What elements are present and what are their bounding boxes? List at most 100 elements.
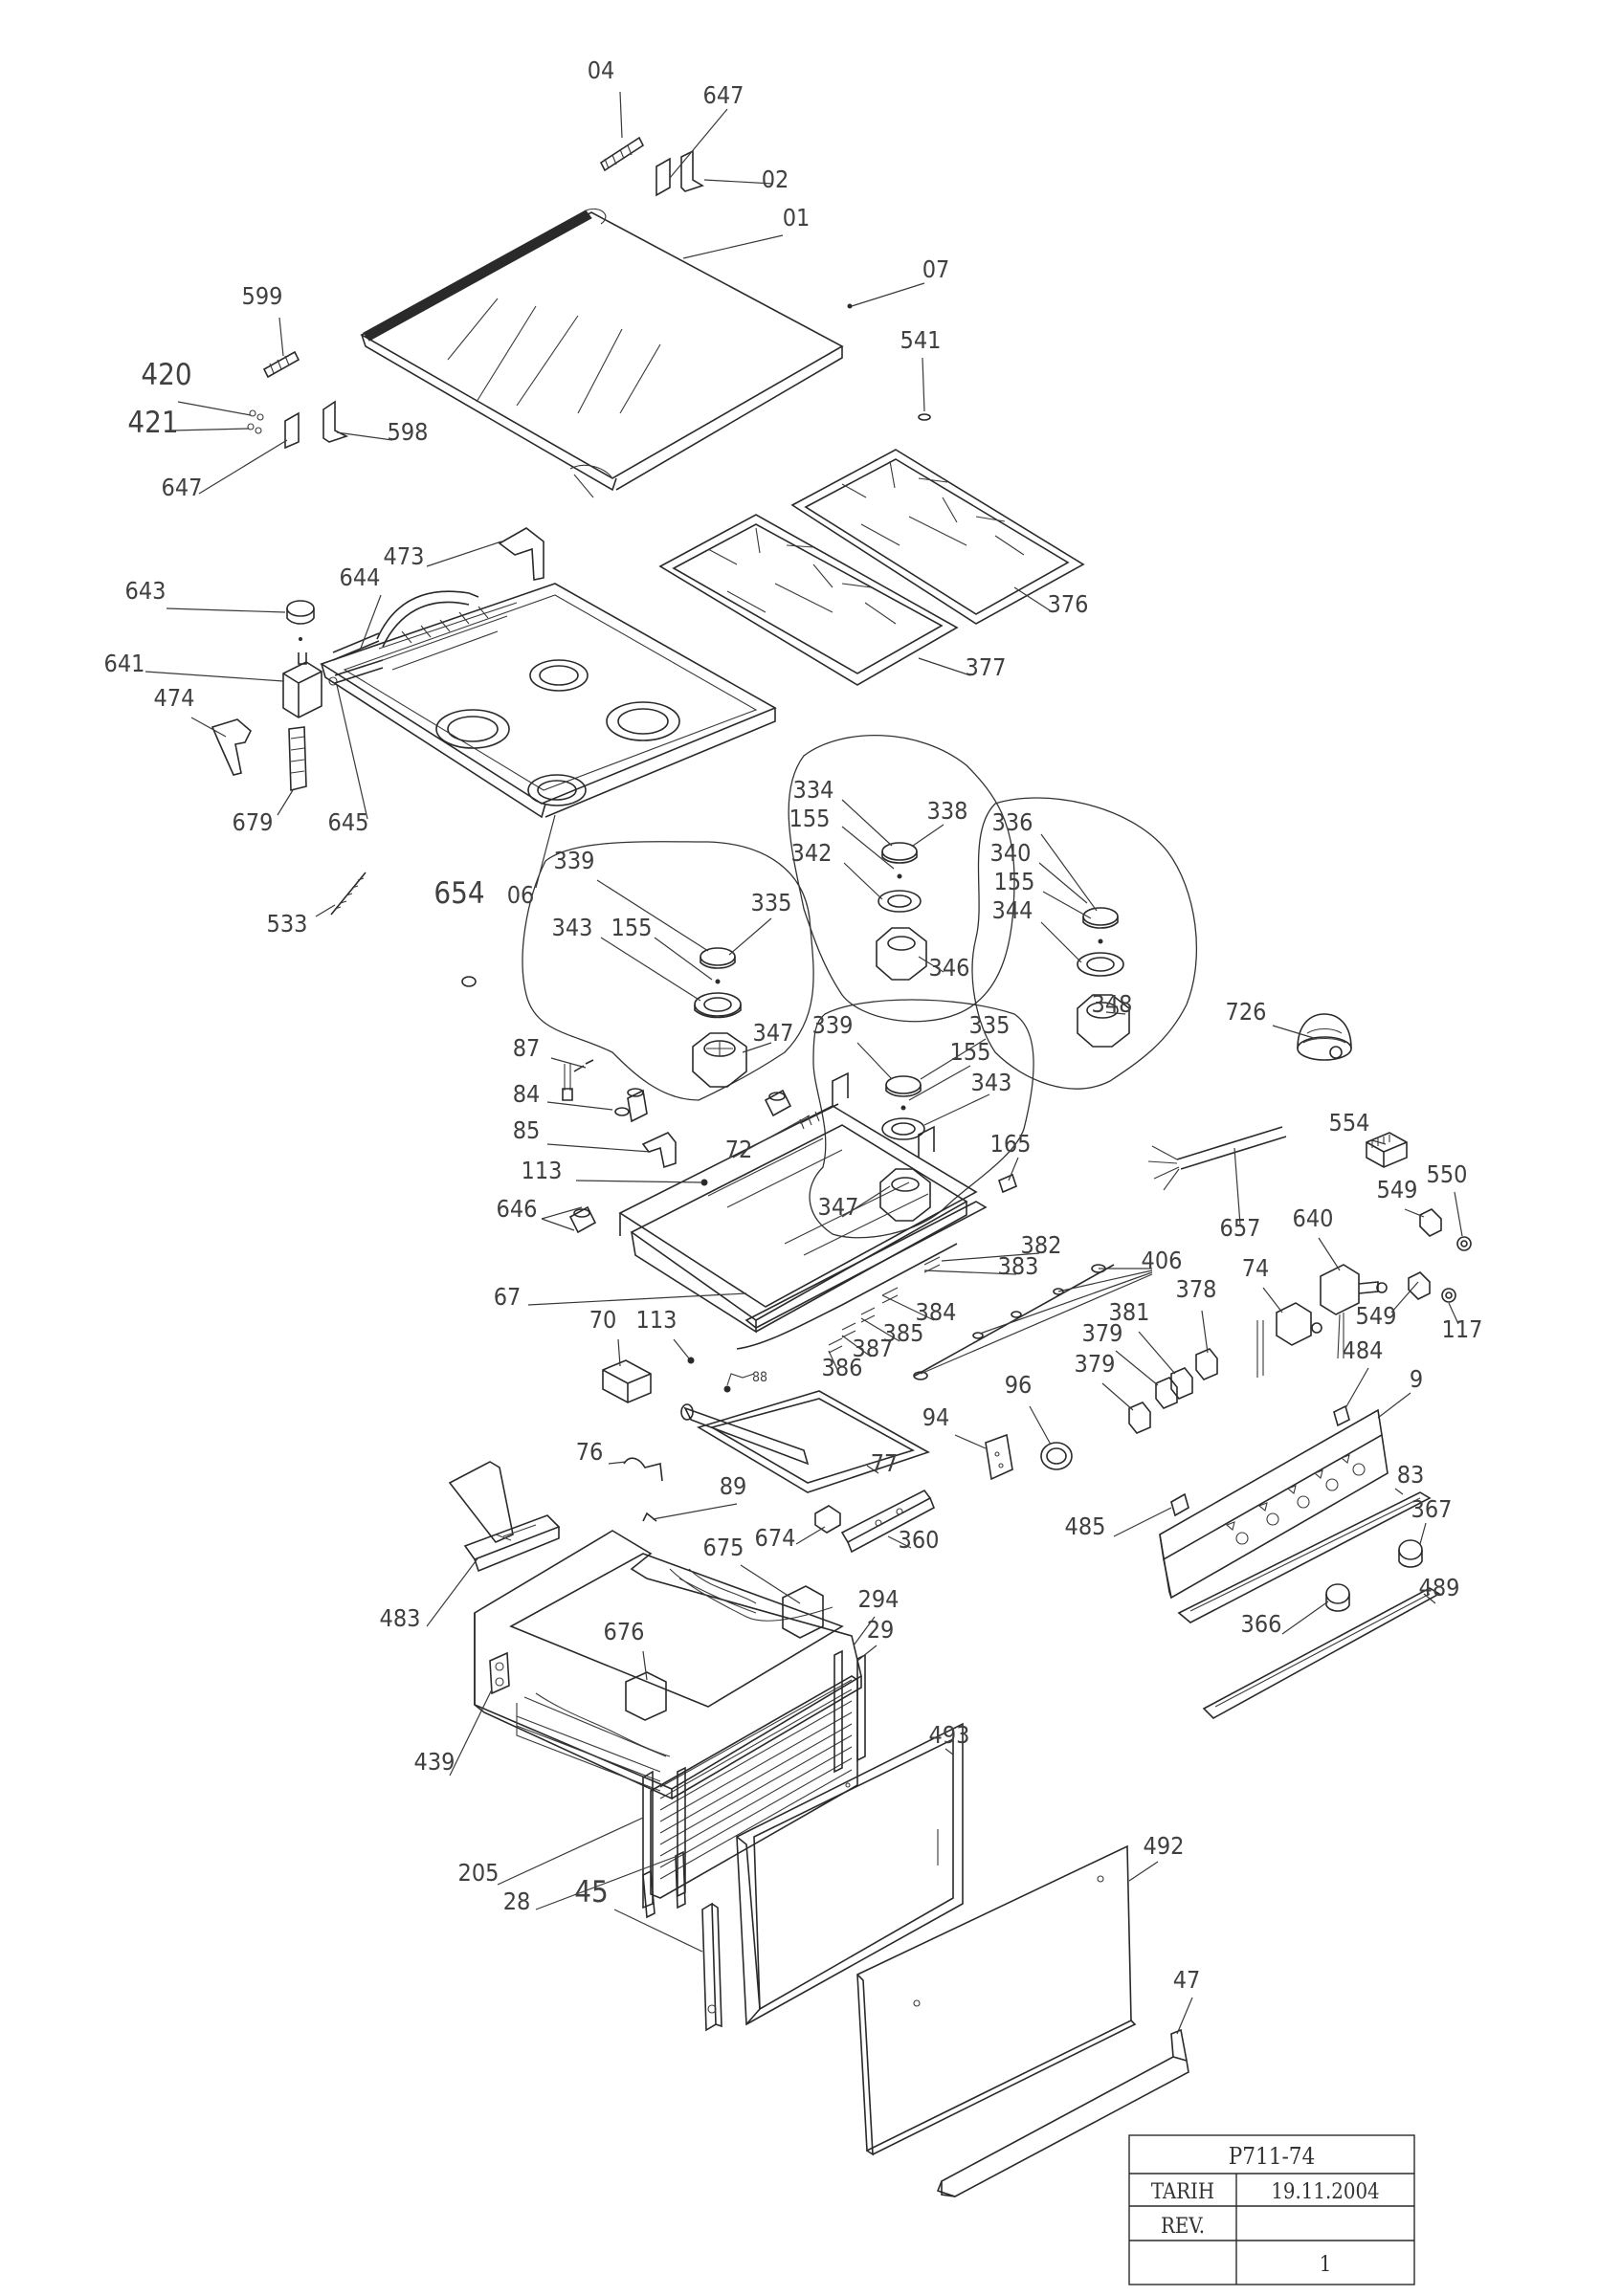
part-callout-376: 376: [1048, 590, 1089, 618]
part-callout-02: 02: [762, 166, 789, 193]
rod-645: [334, 659, 384, 684]
part-callout-379: 379: [1075, 1350, 1116, 1378]
dial-96: [1040, 1442, 1073, 1470]
part-callout-155: 155: [994, 868, 1035, 895]
part-callout-726: 726: [1226, 998, 1267, 1026]
part-callout-485: 485: [1065, 1512, 1106, 1540]
part-callout-94: 94: [922, 1403, 950, 1431]
part-callout-541: 541: [900, 326, 942, 354]
part-callout-420: 420: [141, 358, 191, 392]
part-callout-379: 379: [1082, 1319, 1123, 1347]
part-callout-155: 155: [611, 914, 653, 941]
gas-manifold-67: [736, 1201, 988, 1350]
oven-body: [474, 1530, 862, 1800]
knob-366: [1325, 1583, 1350, 1612]
lid-support-tube: [376, 590, 479, 648]
block-641: [282, 652, 322, 718]
nut-550-117: [1441, 1236, 1472, 1303]
lid-screw: [847, 303, 853, 309]
part-callout-04: 04: [588, 56, 615, 84]
part-callout-155: 155: [789, 805, 831, 832]
side-panel-483: [448, 1461, 561, 1573]
part-callout-360: 360: [899, 1526, 940, 1554]
cable-657: [1147, 1126, 1287, 1191]
leader-lines: [144, 91, 1463, 2035]
part-callout-89: 89: [720, 1472, 747, 1500]
door-handle-47: [936, 2028, 1189, 2197]
part-callout-383: 383: [998, 1252, 1039, 1280]
spring-533: [330, 872, 367, 916]
part-callout-421: 421: [127, 406, 178, 440]
part-callout-07: 07: [922, 255, 950, 283]
part-callout-67: 67: [494, 1283, 522, 1311]
trim-strip-489: [1202, 1587, 1441, 1719]
part-callout-385: 385: [883, 1319, 924, 1347]
part-callout-343: 343: [971, 1069, 1012, 1096]
part-callout-484: 484: [1343, 1336, 1384, 1364]
part-callout-113: 113: [522, 1157, 563, 1184]
part-callout-406: 406: [1142, 1247, 1183, 1274]
part-callout-384: 384: [916, 1298, 957, 1326]
door-inner-frame-493: [736, 1722, 964, 2026]
part-callout-72: 72: [725, 1136, 753, 1163]
burner-group-front: [809, 999, 1034, 1239]
clip-485: [1170, 1492, 1189, 1517]
lid-hinge-top: [599, 136, 704, 197]
part-callout-165: 165: [990, 1130, 1032, 1158]
part-callout-294: 294: [858, 1585, 900, 1613]
bracket-474: [211, 718, 252, 776]
burner-group-right: [971, 797, 1198, 1090]
knob-643: [286, 600, 315, 641]
valve-640: [1320, 1264, 1388, 1359]
part-callout-386: 386: [822, 1354, 863, 1381]
thermostat-679: [288, 726, 307, 792]
part-callout-644: 644: [340, 563, 381, 591]
switches-378-381-379: [1128, 1348, 1218, 1434]
burner-front: [879, 1075, 931, 1222]
part-callout-338: 338: [927, 797, 968, 825]
bracket-676: [625, 1671, 667, 1721]
title-block: P711-74 TARIH 19.11.2004 REV. 1: [1128, 2134, 1415, 2285]
part-callout-348: 348: [1092, 990, 1133, 1018]
part-callout-641: 641: [104, 650, 145, 677]
door-glass-492: [856, 1844, 1137, 2156]
part-callout-339: 339: [554, 847, 595, 874]
part-callout-205: 205: [458, 1859, 500, 1887]
part-callout-96: 96: [1005, 1371, 1033, 1399]
gas-pipe-72: [799, 1103, 839, 1130]
part-callout-85: 85: [513, 1116, 541, 1144]
bracket-675: [782, 1585, 824, 1639]
part-callout-549: 549: [1377, 1176, 1418, 1203]
part-callout-640: 640: [1293, 1204, 1334, 1232]
part-callout-88: 88: [752, 1370, 767, 1385]
part-callout-679: 679: [233, 808, 274, 836]
terminal-554: [1366, 1132, 1408, 1168]
part-callout-533: 533: [267, 910, 308, 938]
burner-group-left: [522, 841, 814, 1101]
burner-center: [876, 842, 927, 981]
part-callout-674: 674: [755, 1524, 796, 1552]
part-callout-28: 28: [503, 1888, 531, 1915]
pan-support-left: [658, 514, 959, 686]
bracket-674-360: [814, 1489, 936, 1554]
pan-support-right: [790, 449, 1085, 625]
part-callout-643: 643: [125, 577, 167, 605]
part-callout-366: 366: [1241, 1610, 1282, 1638]
screw-113b: [687, 1357, 695, 1364]
switch-549: [1408, 1208, 1442, 1300]
part-callout-377: 377: [966, 653, 1007, 681]
part-callout-06: 06: [507, 881, 535, 909]
glass-lid: [360, 208, 844, 498]
clip-484: [1333, 1404, 1350, 1427]
hinge-45: [701, 1902, 722, 2032]
date-value: 19.11.2004: [1271, 2180, 1379, 2204]
screw-89: [642, 1512, 657, 1522]
injectors-382-387: [828, 1256, 941, 1354]
knob-367: [1398, 1539, 1423, 1568]
knob-726: [1297, 1013, 1352, 1061]
clip-165: [998, 1173, 1017, 1194]
part-callout-344: 344: [992, 896, 1033, 924]
valve-74: [1256, 1302, 1322, 1378]
